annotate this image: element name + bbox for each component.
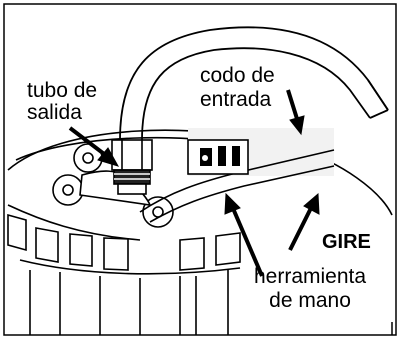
pointer-arrows — [68, 89, 320, 277]
curved-tube — [119, 26, 389, 141]
label-outlet-tube: tubo de salida — [27, 80, 97, 124]
label-turn: GIRE — [322, 231, 371, 253]
label-inlet-elbow: codo de entrada — [200, 64, 275, 112]
label-hand-tool-line2: de mano — [269, 289, 351, 312]
label-inlet-elbow-line2: entrada — [200, 88, 272, 111]
label-outlet-tube-line2: salida — [27, 101, 82, 124]
hand-tool — [139, 128, 335, 223]
outlet-fitting — [111, 139, 153, 195]
label-hand-tool-line1: herramienta — [254, 265, 367, 288]
label-inlet-elbow-line1: codo de — [200, 64, 275, 87]
label-outlet-tube-line1: tubo de — [27, 79, 98, 102]
label-hand-tool: herramienta de mano — [254, 265, 366, 313]
